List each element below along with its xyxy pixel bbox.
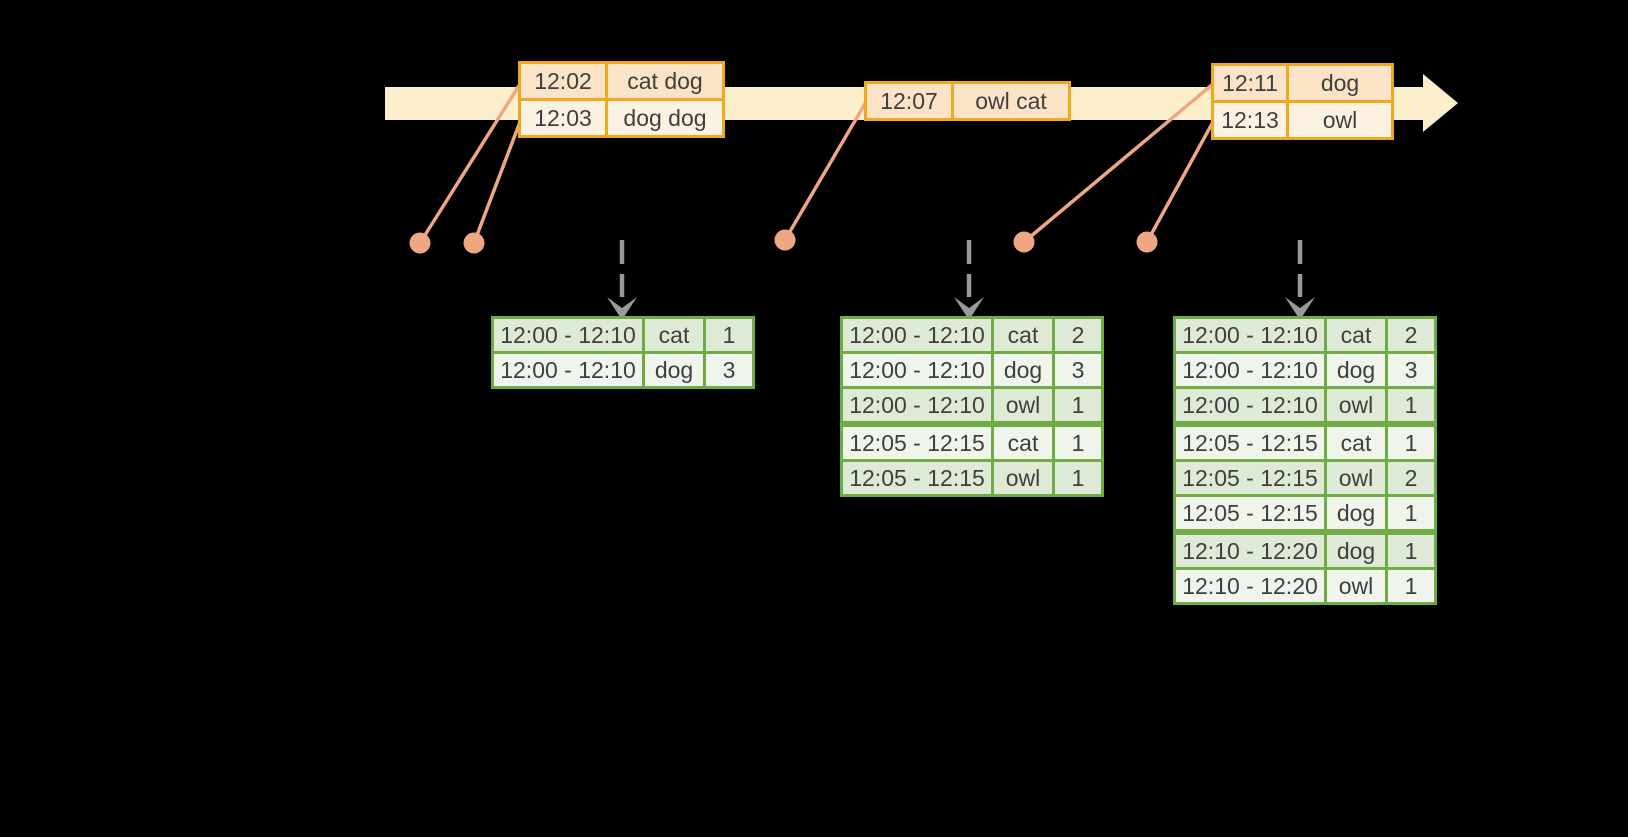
window-cell: 12:00 - 12:10 bbox=[1173, 351, 1327, 389]
window-cell: 12:00 - 12:10 bbox=[491, 316, 645, 354]
count-cell: 1 bbox=[1385, 386, 1437, 427]
window-cell: 12:05 - 12:15 bbox=[1173, 459, 1327, 497]
count-cell: 1 bbox=[1385, 530, 1437, 570]
result-row: 12:05 - 12:15 owl 2 bbox=[1173, 459, 1437, 497]
count-cell: 1 bbox=[1385, 422, 1437, 462]
event-words-cell: dog dog bbox=[605, 98, 725, 138]
word-cell: dog bbox=[642, 351, 706, 389]
timeline-arrowhead-icon bbox=[1423, 74, 1458, 132]
count-cell: 1 bbox=[1385, 494, 1437, 535]
event-table: 12:02 cat dog 12:03 dog dog bbox=[518, 61, 725, 138]
window-cell: 12:10 - 12:20 bbox=[1173, 530, 1327, 570]
word-cell: cat bbox=[642, 316, 706, 354]
result-row: 12:00 - 12:10 dog 3 bbox=[840, 351, 1104, 389]
event-row: 12:02 cat dog bbox=[518, 61, 725, 101]
count-cell: 3 bbox=[703, 351, 755, 389]
word-cell: dog bbox=[991, 351, 1055, 389]
event-dot bbox=[1013, 231, 1035, 253]
result-row: 12:00 - 12:10 cat 2 bbox=[1173, 316, 1437, 354]
result-row: 12:05 - 12:15 dog 1 bbox=[1173, 494, 1437, 535]
window-cell: 12:00 - 12:10 bbox=[1173, 316, 1327, 354]
word-cell: dog bbox=[1324, 530, 1388, 570]
window-cell: 12:00 - 12:10 bbox=[840, 351, 994, 389]
word-cell: cat bbox=[991, 316, 1055, 354]
window-cell: 12:05 - 12:15 bbox=[1173, 494, 1327, 535]
result-table: 12:00 - 12:10 cat 2 12:00 - 12:10 dog 3 … bbox=[1173, 316, 1437, 605]
connector-line bbox=[472, 120, 522, 245]
word-cell: cat bbox=[1324, 316, 1388, 354]
word-cell: owl bbox=[991, 386, 1055, 427]
result-table: 12:00 - 12:10 cat 1 12:00 - 12:10 dog 3 bbox=[491, 316, 755, 389]
window-cell: 12:05 - 12:15 bbox=[1173, 422, 1327, 462]
connector-line bbox=[1145, 120, 1215, 244]
result-row: 12:00 - 12:10 dog 3 bbox=[491, 351, 755, 389]
window-cell: 12:00 - 12:10 bbox=[840, 316, 994, 354]
result-row: 12:00 - 12:10 dog 3 bbox=[1173, 351, 1437, 389]
event-words-cell: owl cat bbox=[951, 81, 1071, 121]
word-cell: cat bbox=[1324, 422, 1388, 462]
event-time-cell: 12:13 bbox=[1211, 100, 1289, 140]
event-dot bbox=[1136, 231, 1158, 253]
event-words-cell: owl bbox=[1286, 100, 1394, 140]
result-row: 12:10 - 12:20 dog 1 bbox=[1173, 530, 1437, 570]
result-row: 12:00 - 12:10 owl 1 bbox=[1173, 386, 1437, 427]
count-cell: 1 bbox=[1052, 422, 1104, 462]
count-cell: 1 bbox=[1052, 386, 1104, 427]
count-cell: 3 bbox=[1385, 351, 1437, 389]
count-cell: 2 bbox=[1385, 316, 1437, 354]
trigger-arrowhead-icon bbox=[954, 297, 984, 320]
event-row: 12:13 owl bbox=[1211, 100, 1394, 140]
event-row: 12:07 owl cat bbox=[864, 81, 1071, 121]
event-words-cell: cat dog bbox=[605, 61, 725, 101]
result-row: 12:00 - 12:10 owl 1 bbox=[840, 386, 1104, 427]
result-row: 12:05 - 12:15 cat 1 bbox=[840, 422, 1104, 462]
event-row: 12:03 dog dog bbox=[518, 98, 725, 138]
trigger-arrowhead-icon bbox=[607, 297, 637, 320]
window-cell: 12:05 - 12:15 bbox=[840, 422, 994, 462]
result-row: 12:00 - 12:10 cat 1 bbox=[491, 316, 755, 354]
event-time-cell: 12:02 bbox=[518, 61, 608, 101]
window-cell: 12:00 - 12:10 bbox=[1173, 386, 1327, 427]
word-cell: owl bbox=[1324, 567, 1388, 605]
window-cell: 12:00 - 12:10 bbox=[840, 386, 994, 427]
window-cell: 12:05 - 12:15 bbox=[840, 459, 994, 497]
event-dot bbox=[409, 232, 431, 254]
word-cell: owl bbox=[1324, 459, 1388, 497]
window-cell: 12:10 - 12:20 bbox=[1173, 567, 1327, 605]
event-time-cell: 12:03 bbox=[518, 98, 608, 138]
word-cell: owl bbox=[991, 459, 1055, 497]
count-cell: 1 bbox=[1052, 459, 1104, 497]
event-dot bbox=[463, 232, 485, 254]
count-cell: 2 bbox=[1385, 459, 1437, 497]
word-cell: dog bbox=[1324, 351, 1388, 389]
event-table: 12:07 owl cat bbox=[864, 81, 1071, 121]
result-row: 12:05 - 12:15 owl 1 bbox=[840, 459, 1104, 497]
count-cell: 3 bbox=[1052, 351, 1104, 389]
event-words-cell: dog bbox=[1286, 63, 1394, 103]
connector-line bbox=[1022, 82, 1215, 244]
result-row: 12:05 - 12:15 cat 1 bbox=[1173, 422, 1437, 462]
count-cell: 1 bbox=[703, 316, 755, 354]
event-row: 12:11 dog bbox=[1211, 63, 1394, 103]
result-row: 12:10 - 12:20 owl 1 bbox=[1173, 567, 1437, 605]
word-cell: dog bbox=[1324, 494, 1388, 535]
event-time-cell: 12:11 bbox=[1211, 63, 1289, 103]
word-cell: cat bbox=[991, 422, 1055, 462]
trigger-arrowhead-icon bbox=[1285, 297, 1315, 320]
event-dot bbox=[774, 229, 796, 251]
event-table: 12:11 dog 12:13 owl bbox=[1211, 63, 1394, 140]
result-table: 12:00 - 12:10 cat 2 12:00 - 12:10 dog 3 … bbox=[840, 316, 1104, 497]
count-cell: 2 bbox=[1052, 316, 1104, 354]
result-row: 12:00 - 12:10 cat 2 bbox=[840, 316, 1104, 354]
window-cell: 12:00 - 12:10 bbox=[491, 351, 645, 389]
connector-line bbox=[783, 100, 868, 242]
connector-line bbox=[418, 82, 522, 245]
word-cell: owl bbox=[1324, 386, 1388, 427]
count-cell: 1 bbox=[1385, 567, 1437, 605]
event-time-cell: 12:07 bbox=[864, 81, 954, 121]
